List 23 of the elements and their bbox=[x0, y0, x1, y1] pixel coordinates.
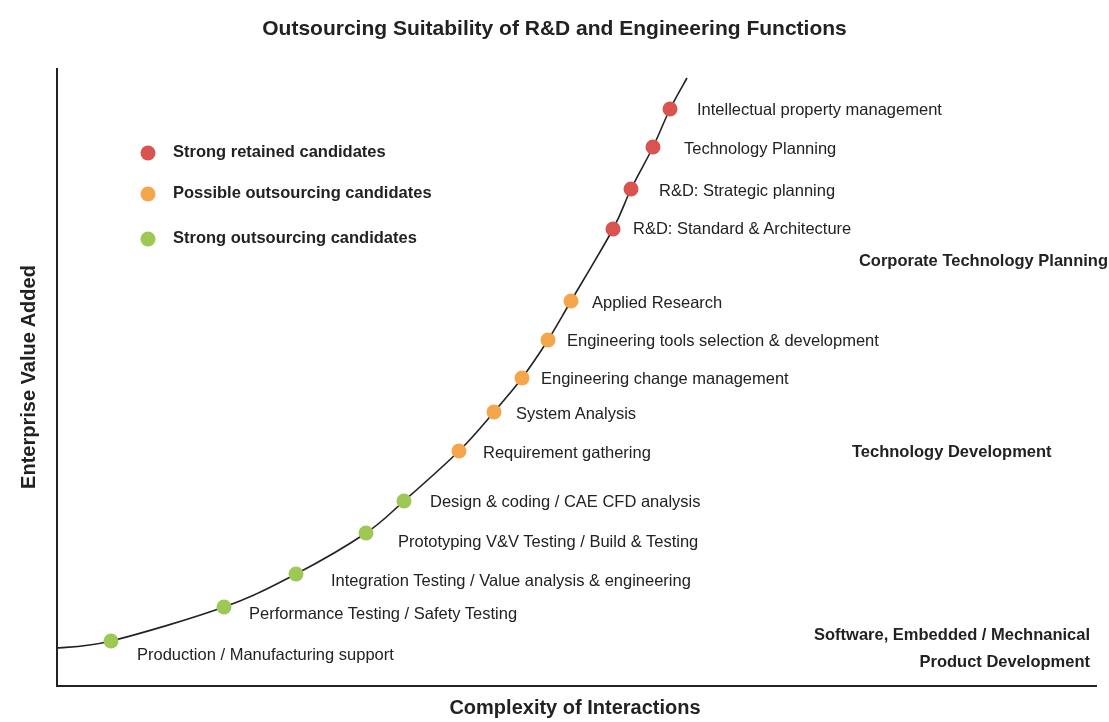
function-label: Prototyping V&V Testing / Build & Testing bbox=[398, 531, 699, 551]
function-label: Engineering change management bbox=[541, 368, 789, 388]
legend-label: Possible outsourcing candidates bbox=[173, 183, 432, 202]
function-label: Integration Testing / Value analysis & engineering bbox=[331, 570, 691, 590]
function-label: Production / Manufacturing support bbox=[137, 644, 394, 664]
category-label: Software, Embedded / Mechnanical Product Development bbox=[813, 624, 1090, 672]
legend-label: Strong retained candidates bbox=[173, 142, 386, 161]
category-label: Corporate Technology Planning bbox=[858, 250, 1108, 270]
axis-title: Complexity of Interactions bbox=[449, 695, 701, 719]
function-label: Requirement gathering bbox=[483, 442, 651, 462]
category-label: Technology Development bbox=[852, 441, 1052, 461]
chart-title: Outsourcing Suitability of R&D and Engineering Functions bbox=[261, 16, 848, 40]
function-label: Engineering tools selection & development bbox=[567, 330, 879, 350]
function-label: Design & coding / CAE CFD analysis bbox=[430, 491, 701, 511]
function-label: Intellectual property management bbox=[697, 99, 942, 119]
function-label: Applied Research bbox=[592, 292, 723, 312]
function-label: Technology Planning bbox=[684, 138, 837, 158]
legend-label: Strong outsourcing candidates bbox=[173, 228, 417, 247]
function-label: System Analysis bbox=[516, 403, 637, 423]
axis-title: Enterprise Value Added bbox=[16, 265, 40, 489]
function-label: Performance Testing / Safety Testing bbox=[249, 603, 518, 623]
function-label: R&D: Standard & Architecture bbox=[633, 218, 852, 238]
function-label: R&D: Strategic planning bbox=[659, 180, 836, 200]
